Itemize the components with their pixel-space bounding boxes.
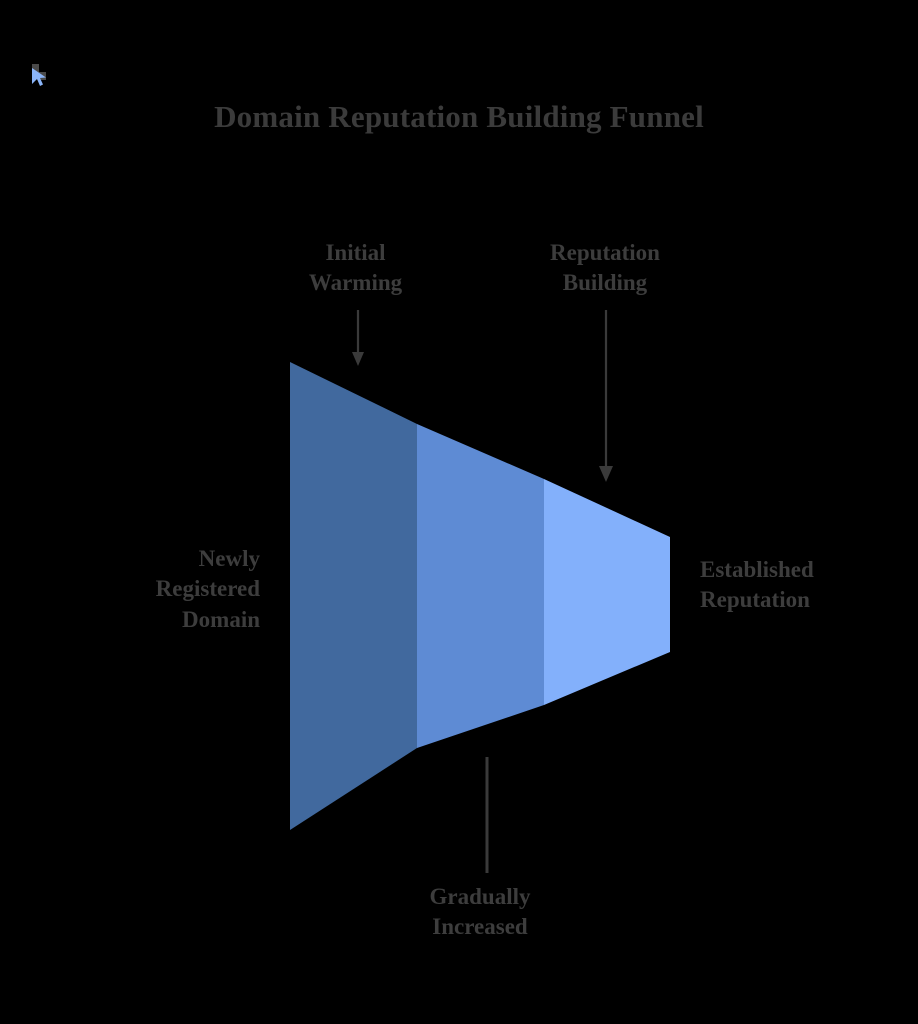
funnel-label-newly-registered-domain: Newly Registered Domain [155, 546, 260, 632]
initial-warming-connector [352, 310, 364, 366]
funnel-label-established-reputation: Established Reputation [700, 557, 814, 613]
page-title: Domain Reputation Building Funnel [214, 99, 704, 134]
funnel-label-gradually-increased: Gradually Increased [429, 884, 531, 940]
funnel-segment-reputation-building[interactable] [544, 479, 670, 705]
funnel-segment-initial-warming[interactable] [417, 424, 544, 748]
funnel-segment-newly-registered-domain[interactable] [290, 362, 417, 830]
reputation-building-connector [599, 310, 613, 482]
funnel-label-initial-warming: Initial Warming [308, 240, 403, 296]
funnel-label-reputation-building: Reputation Building [550, 240, 660, 296]
